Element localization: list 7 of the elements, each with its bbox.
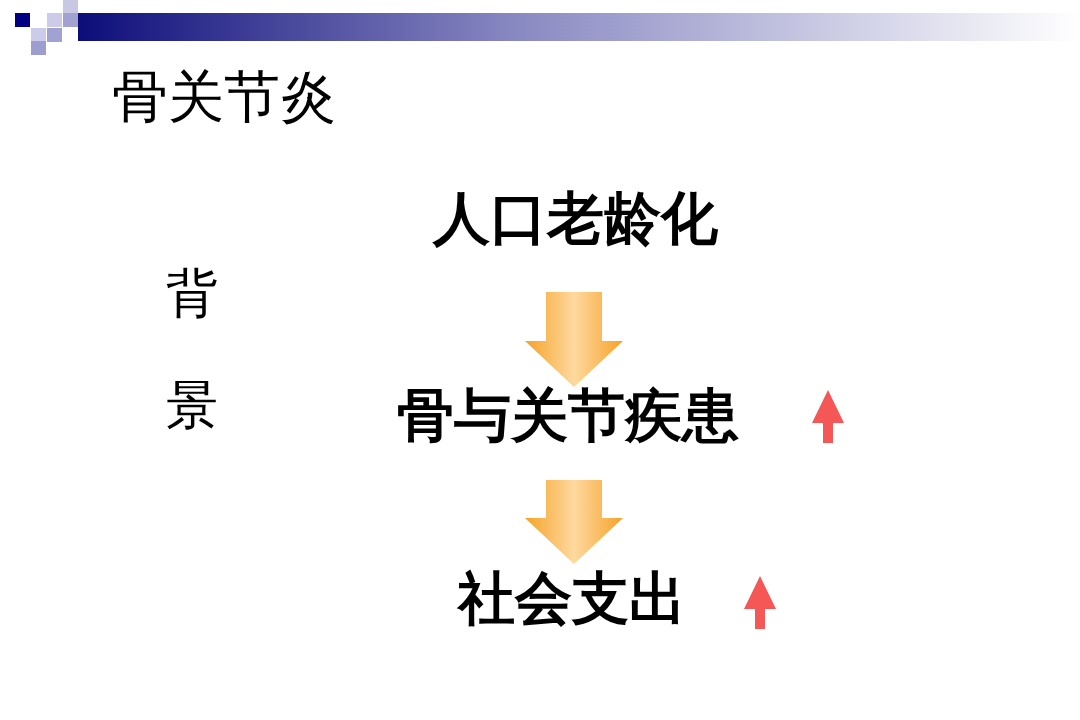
vertical-label: 背景 [166, 262, 218, 437]
step-text: 骨与关节疾患 [397, 381, 739, 449]
slide-title: 骨关节炎 [112, 63, 336, 131]
block-arrow [525, 292, 623, 387]
step-text: 人口老龄化 [432, 184, 718, 252]
block-arrow [525, 480, 623, 564]
step-text: 社会支出 [458, 564, 686, 632]
